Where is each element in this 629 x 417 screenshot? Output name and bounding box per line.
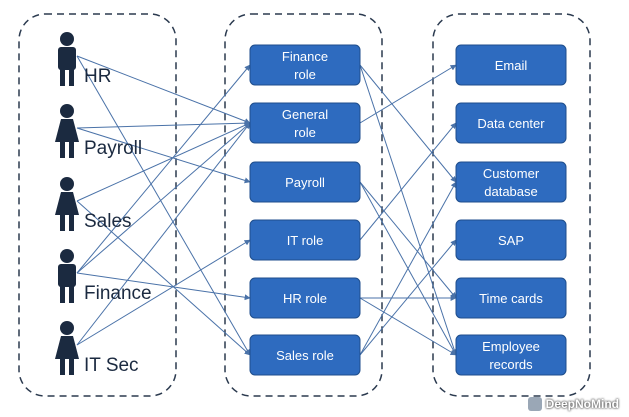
link-finance-to-role-1	[76, 122, 251, 274]
resource-email-label: Email	[495, 58, 528, 73]
resource-time-cards-box	[455, 277, 567, 319]
user-it-sec-person-icon	[55, 321, 79, 375]
role-finance-role-box	[249, 44, 361, 86]
user-payroll-person-icon	[55, 104, 79, 158]
resource-time-cards-label: Time cards	[479, 291, 543, 306]
role-sales-role: Sales role	[249, 334, 361, 376]
role-it-role-box	[249, 219, 361, 261]
role-general-role-label: General	[282, 107, 328, 122]
resource-employee-records-label: Employee	[482, 339, 540, 354]
resource-customer-database: Customer database	[455, 161, 567, 203]
resource-customer-database-box	[455, 161, 567, 203]
link-role-2-to-resource-4	[359, 181, 457, 299]
watermark-text: DeepNoMind	[545, 397, 619, 411]
link-role-1-to-resource-0	[359, 64, 457, 124]
resource-employee-records: Employee records	[455, 334, 567, 376]
link-finance-to-role-4	[76, 272, 251, 301]
link-role-5-to-resource-2	[359, 181, 457, 356]
user-payroll-label: Payroll	[84, 138, 142, 159]
resources-column-border	[432, 13, 591, 397]
resource-data-center: Data center	[455, 102, 567, 144]
user-sales-person-icon	[55, 177, 79, 231]
role-general-role: General role	[249, 102, 361, 144]
resource-email-box	[455, 44, 567, 86]
role-finance-role: Finance role	[249, 44, 361, 86]
role-it-role: IT role	[249, 219, 361, 261]
user-hr-label: HR	[84, 66, 111, 87]
role-payroll-label: Payroll	[285, 175, 325, 190]
resource-sap-box	[455, 219, 567, 261]
resource-customer-database-label: Customer	[483, 166, 540, 181]
user-it-sec-label: IT Sec	[84, 355, 139, 376]
link-role-0-to-resource-2	[359, 64, 457, 183]
link-role-3-to-resource-1	[359, 122, 457, 241]
role-hr-role-label: HR role	[283, 291, 327, 306]
link-finance-to-role-0	[76, 64, 251, 274]
role-finance-role-label: Finance	[282, 49, 328, 64]
role-hr-role-box	[249, 277, 361, 319]
role-it-role-label: IT role	[287, 233, 324, 248]
link-role-0-to-resource-5	[359, 64, 458, 356]
resource-time-cards: Time cards	[455, 277, 567, 319]
connector-lines	[76, 55, 458, 356]
link-hr-to-role-5	[76, 55, 251, 356]
role-payroll-box	[249, 161, 361, 203]
resource-sap: SAP	[455, 219, 567, 261]
user-finance-person-icon	[58, 249, 76, 303]
link-it-sec-to-role-1	[76, 122, 251, 346]
resource-employee-records-label: records	[489, 357, 533, 372]
resource-sap-label: SAP	[498, 233, 524, 248]
users-column-border	[18, 13, 177, 397]
link-hr-to-role-1	[76, 55, 251, 124]
user-finance-label: Finance	[84, 283, 152, 304]
resource-email: Email	[455, 44, 567, 86]
resource-customer-database-label: database	[484, 184, 538, 199]
link-it-sec-to-role-3	[76, 239, 251, 346]
role-sales-role-label: Sales role	[276, 348, 334, 363]
role-payroll: Payroll	[249, 161, 361, 203]
link-role-5-to-resource-3	[359, 239, 457, 356]
link-payroll-to-role-1	[76, 120, 251, 129]
user-hr-person-icon	[58, 32, 76, 86]
roles-column-border	[224, 13, 383, 397]
resource-data-center-box	[455, 102, 567, 144]
link-payroll-to-role-2	[76, 127, 251, 184]
link-sales-to-role-1	[76, 122, 251, 202]
role-general-role-box	[249, 102, 361, 144]
role-finance-role-label: role	[294, 67, 316, 82]
link-role-4-to-resource-5	[359, 297, 457, 356]
user-sales-label: Sales	[84, 211, 132, 232]
watermark: DeepNoMind	[527, 397, 619, 411]
role-general-role-label: role	[294, 125, 316, 140]
resource-data-center-label: Data center	[477, 116, 545, 131]
watermark-logo-icon	[527, 397, 542, 411]
role-hr-role: HR role	[249, 277, 361, 319]
link-sales-to-role-5	[76, 200, 251, 356]
resource-employee-records-box	[455, 334, 567, 376]
role-sales-role-box	[249, 334, 361, 376]
